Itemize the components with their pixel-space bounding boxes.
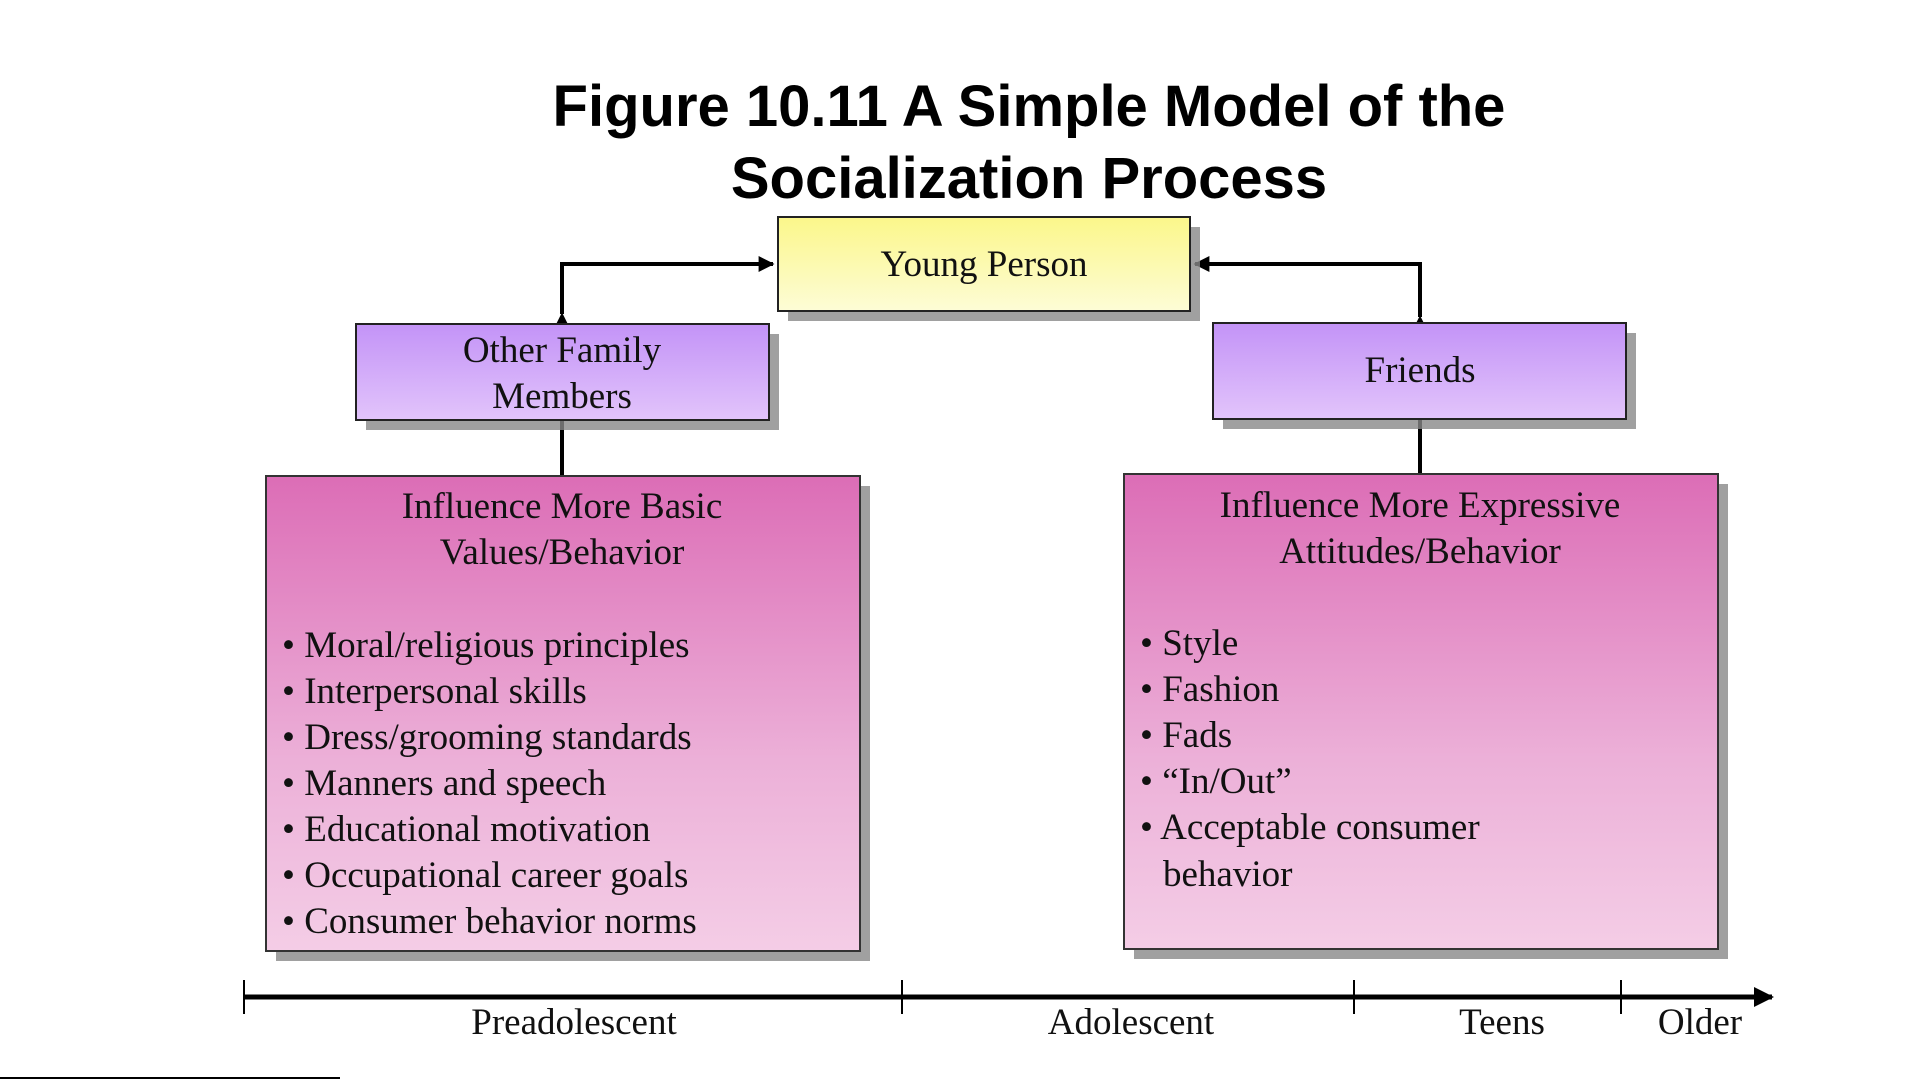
left-list-item: • Moral/religious principles xyxy=(282,625,690,666)
right-item-continuation: behavior xyxy=(1163,854,1292,895)
bullet-icon: • xyxy=(1140,669,1162,710)
left-list-item: • Occupational career goals xyxy=(282,855,688,896)
young-person-label: Young Person xyxy=(881,244,1088,285)
list-item-text: Occupational career goals xyxy=(304,855,688,896)
family-label-line2: Members xyxy=(492,376,632,417)
young-person-box xyxy=(777,216,1191,312)
right-heading-line1: Influence More Expressive xyxy=(1220,485,1621,526)
bullet-icon: • xyxy=(282,855,304,896)
friends-box xyxy=(1212,322,1627,420)
right-list-item: • Style xyxy=(1140,623,1238,664)
left-heading-line1: Influence More Basic xyxy=(402,486,723,527)
right-list-item: • Acceptable consumer xyxy=(1140,807,1480,848)
bullet-icon: • xyxy=(1140,623,1162,664)
list-item-text: Educational motivation xyxy=(304,809,650,850)
right-list-item: • Fads xyxy=(1140,715,1232,756)
other-family-members-box xyxy=(355,323,770,421)
stage-adolescent: Adolescent xyxy=(1048,1002,1215,1043)
basic-values-box xyxy=(265,475,861,952)
right-heading-line2: Attitudes/Behavior xyxy=(1279,531,1561,572)
list-item-text: Consumer behavior norms xyxy=(304,901,697,942)
list-item-text: Dress/grooming standards xyxy=(304,717,691,758)
stage-older: Older xyxy=(1658,1002,1742,1043)
bullet-icon: • xyxy=(1140,715,1162,756)
stage-preadolescent: Preadolescent xyxy=(471,1002,677,1043)
list-item-text: Fashion xyxy=(1162,669,1279,710)
left-list-item: • Consumer behavior norms xyxy=(282,901,697,942)
left-list-item: • Dress/grooming standards xyxy=(282,717,692,758)
family-connector-arrow xyxy=(554,256,775,329)
figure-title-line2: Socialization Process xyxy=(731,146,1327,211)
right-list-item: • Fashion xyxy=(1140,669,1279,710)
left-list-item: • Interpersonal skills xyxy=(282,671,587,712)
bullet-icon: • xyxy=(282,763,304,804)
bullet-icon: • xyxy=(282,809,304,850)
bullet-icon: • xyxy=(282,671,304,712)
list-item-text: Moral/religious principles xyxy=(304,625,689,666)
list-item-text: Style xyxy=(1162,623,1238,664)
right-list-item: • “In/Out” xyxy=(1140,761,1292,802)
list-item-text: Acceptable consumer xyxy=(1160,807,1480,848)
left-list-item: • Manners and speech xyxy=(282,763,607,804)
stage-teens: Teens xyxy=(1459,1002,1545,1043)
friends-connector-arrow xyxy=(1193,256,1428,332)
list-item-text: Manners and speech xyxy=(304,763,607,804)
bullet-icon: • xyxy=(1140,761,1162,802)
bullet-icon: • xyxy=(282,717,304,758)
family-label-line1: Other Family xyxy=(463,330,662,371)
bullet-icon: • xyxy=(282,901,304,942)
timeline-ticks xyxy=(243,980,1622,1014)
list-item-text: Interpersonal skills xyxy=(304,671,587,712)
expressive-attitudes-box xyxy=(1123,473,1719,950)
bullet-icon: • xyxy=(1140,807,1160,848)
bullet-icon: • xyxy=(282,625,304,666)
left-heading-line2: Values/Behavior xyxy=(440,532,685,573)
friends-label: Friends xyxy=(1365,350,1476,391)
list-item-text: Fads xyxy=(1162,715,1232,756)
left-list-item: • Educational motivation xyxy=(282,809,651,850)
figure-title-line1: Figure 10.11 A Simple Model of the xyxy=(553,74,1506,139)
list-item-text: “In/Out” xyxy=(1162,761,1291,802)
